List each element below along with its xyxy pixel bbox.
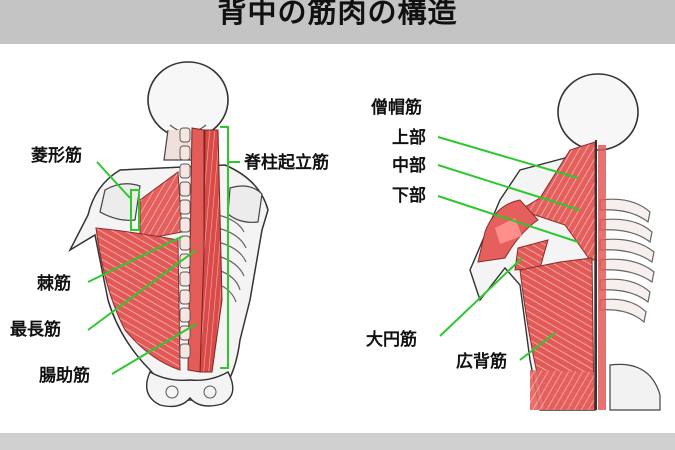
footer-bar (0, 433, 675, 450)
label-trapezius-lower: 下部 (392, 186, 426, 206)
left-leader-lines (87, 126, 240, 375)
header-bar: 背中の筋肉の構造 (0, 0, 675, 44)
label-rhomboid: 菱形筋 (31, 146, 82, 166)
label-erector-spinae: 脊柱起立筋 (244, 153, 329, 173)
left-lat-muscle (95, 227, 181, 371)
label-latissimus: 広背筋 (456, 352, 507, 372)
label-longissimus: 最長筋 (10, 320, 61, 340)
left-spine (179, 127, 191, 359)
left-skull (147, 61, 229, 139)
left-back-figure (68, 61, 269, 408)
right-leader-lines (437, 136, 581, 361)
label-iliocostalis: 腸助筋 (39, 366, 90, 386)
right-skull (557, 73, 639, 151)
page-title: 背中の筋肉の構造 (217, 0, 458, 29)
label-trapezius-upper: 上部 (392, 128, 426, 148)
label-spinalis: 棘筋 (37, 274, 71, 294)
label-teres-major: 大円筋 (366, 330, 417, 350)
label-trapezius: 僧帽筋 (371, 98, 422, 118)
right-back-figure (437, 73, 661, 411)
label-trapezius-middle: 中部 (392, 156, 426, 176)
trapezius-muscle (518, 141, 596, 261)
right-ribcage (599, 198, 655, 324)
